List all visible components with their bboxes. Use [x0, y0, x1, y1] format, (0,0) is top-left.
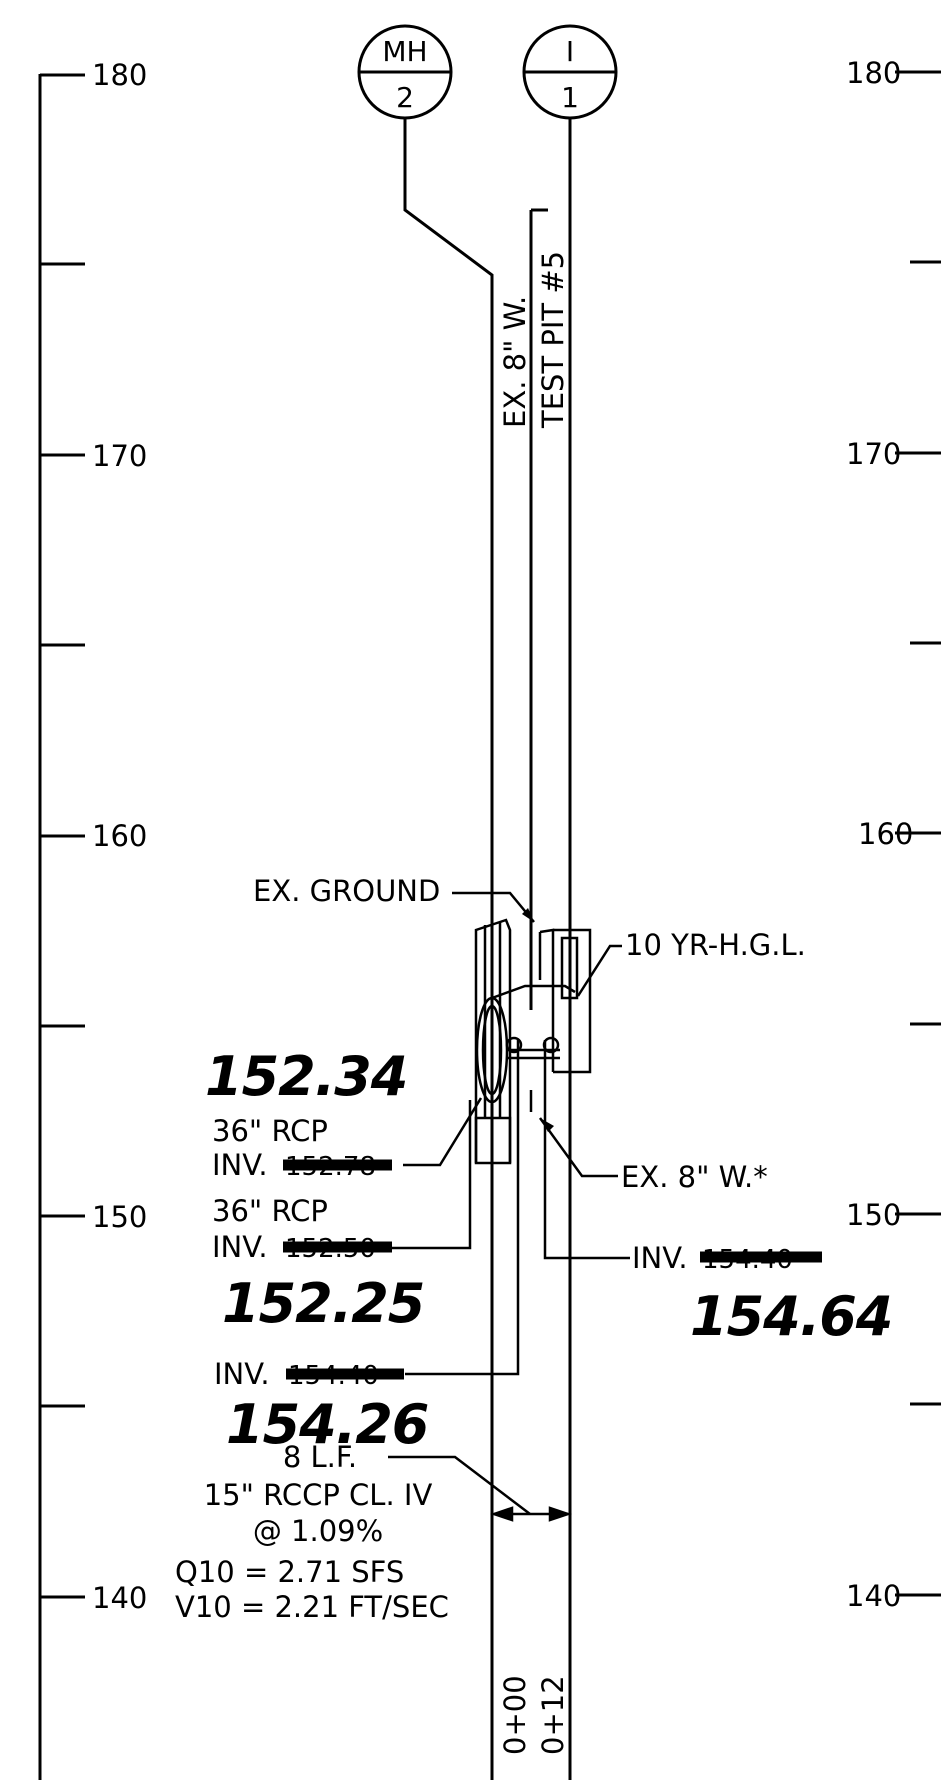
lower-inv-label: INV. — [214, 1357, 270, 1391]
structure-number: 1 — [561, 81, 579, 114]
pipe-length: 8 L.F. — [283, 1440, 357, 1474]
callout-arrowheads — [522, 908, 554, 1132]
structure-type: I — [566, 35, 574, 68]
ex-ground-label: EX. GROUND — [253, 874, 440, 908]
structure-bubble-mh2: MH 2 — [357, 24, 453, 120]
pipe2-description: 36" RCP — [212, 1194, 328, 1228]
left-scale-label: 160 — [92, 819, 147, 853]
left-scale-label: 150 — [92, 1200, 147, 1234]
right-scale-label: 180 — [846, 56, 901, 90]
pipe-flow: Q10 = 2.71 SFS — [175, 1555, 404, 1589]
pipe-slope: @ 1.09% — [253, 1514, 383, 1548]
ex-water-star-label: EX. 8" W.* — [621, 1160, 768, 1194]
right-inv-new: 154.64 — [690, 1285, 892, 1348]
right-scale-label: 160 — [858, 817, 913, 851]
structure-number: 2 — [396, 81, 414, 114]
callout-leaders — [388, 891, 630, 1515]
mh2-station-leader — [403, 118, 494, 1780]
pipe-velocity: V10 = 2.21 FT/SEC — [175, 1590, 449, 1624]
left-scale-label: 170 — [92, 439, 147, 473]
left-elevation-scale — [38, 73, 85, 1780]
right-scale-label: 140 — [846, 1579, 901, 1613]
hgl-label: 10 YR-H.G.L. — [625, 928, 806, 962]
structure-profile — [474, 918, 592, 1165]
left-scale-label: 140 — [92, 1581, 147, 1615]
left-scale-label: 180 — [92, 58, 147, 92]
station-label: 0+00 — [498, 1675, 532, 1755]
pipe1-inv-new: 152.34 — [205, 1045, 407, 1108]
right-scale-label: 170 — [846, 437, 901, 471]
right-inv-label: INV. — [632, 1241, 688, 1275]
station-label: 0+12 — [536, 1675, 570, 1755]
structure-bubble-i1: I 1 — [522, 24, 618, 120]
structure-type: MH — [382, 35, 427, 68]
right-elevation-scale — [895, 70, 941, 1597]
pipe1-inv-label: INV. — [212, 1148, 268, 1182]
pipe2-inv-new: 152.25 — [222, 1272, 424, 1335]
ex-water-vertical-label: EX. 8" W. — [498, 296, 532, 428]
pipe2-inv-label: INV. — [212, 1230, 268, 1264]
station-lines — [403, 118, 572, 1780]
right-scale-label: 150 — [846, 1198, 901, 1232]
lower-inv-new: 154.26 — [226, 1393, 428, 1456]
pipe1-description: 36" RCP — [212, 1114, 328, 1148]
test-pit-vertical-label: TEST PIT #5 — [536, 251, 570, 429]
length-dimension — [490, 1506, 572, 1522]
pipe-spec: 15" RCCP CL. IV — [204, 1478, 433, 1512]
